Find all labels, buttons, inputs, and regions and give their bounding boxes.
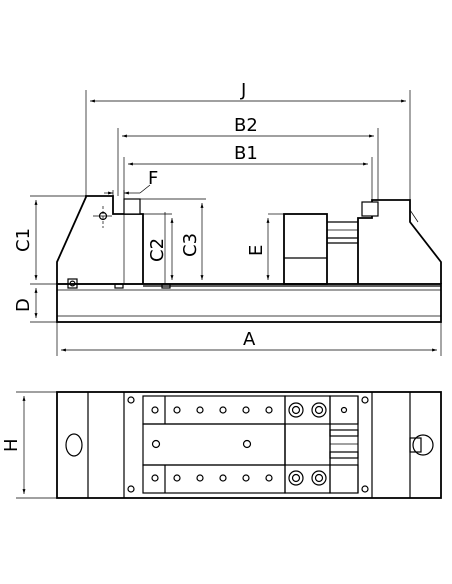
dim-B2: B2 xyxy=(117,115,379,200)
dim-A: A xyxy=(56,322,442,356)
label-D: D xyxy=(13,298,34,312)
dim-C2: C2 xyxy=(143,213,174,280)
label-F: F xyxy=(148,168,158,189)
top-outer-body xyxy=(56,391,442,499)
label-A: A xyxy=(243,329,256,350)
side-view xyxy=(56,195,442,323)
dim-F: F xyxy=(104,168,158,199)
screw-block xyxy=(283,213,328,285)
dim-E: E xyxy=(246,213,284,280)
label-J: J xyxy=(240,80,246,101)
left-mounting-slot xyxy=(65,433,83,457)
base-bolt-left xyxy=(67,278,78,289)
right-knob xyxy=(412,434,434,456)
dim-J: J xyxy=(85,80,411,200)
label-B1: B1 xyxy=(234,143,258,164)
dim-B1: B1 xyxy=(123,143,373,200)
label-E: E xyxy=(246,245,267,256)
label-C2: C2 xyxy=(147,238,168,262)
dim-C1: C1 xyxy=(13,195,86,285)
moving-jaw-body xyxy=(357,199,442,284)
top-view xyxy=(56,391,442,499)
dim-D: D xyxy=(13,288,57,323)
dim-C3: C3 xyxy=(140,198,206,280)
label-B2: B2 xyxy=(234,115,258,136)
label-C3: C3 xyxy=(180,233,201,257)
dim-H: H xyxy=(1,391,57,499)
label-H: H xyxy=(1,438,22,452)
label-C1: C1 xyxy=(13,228,34,252)
